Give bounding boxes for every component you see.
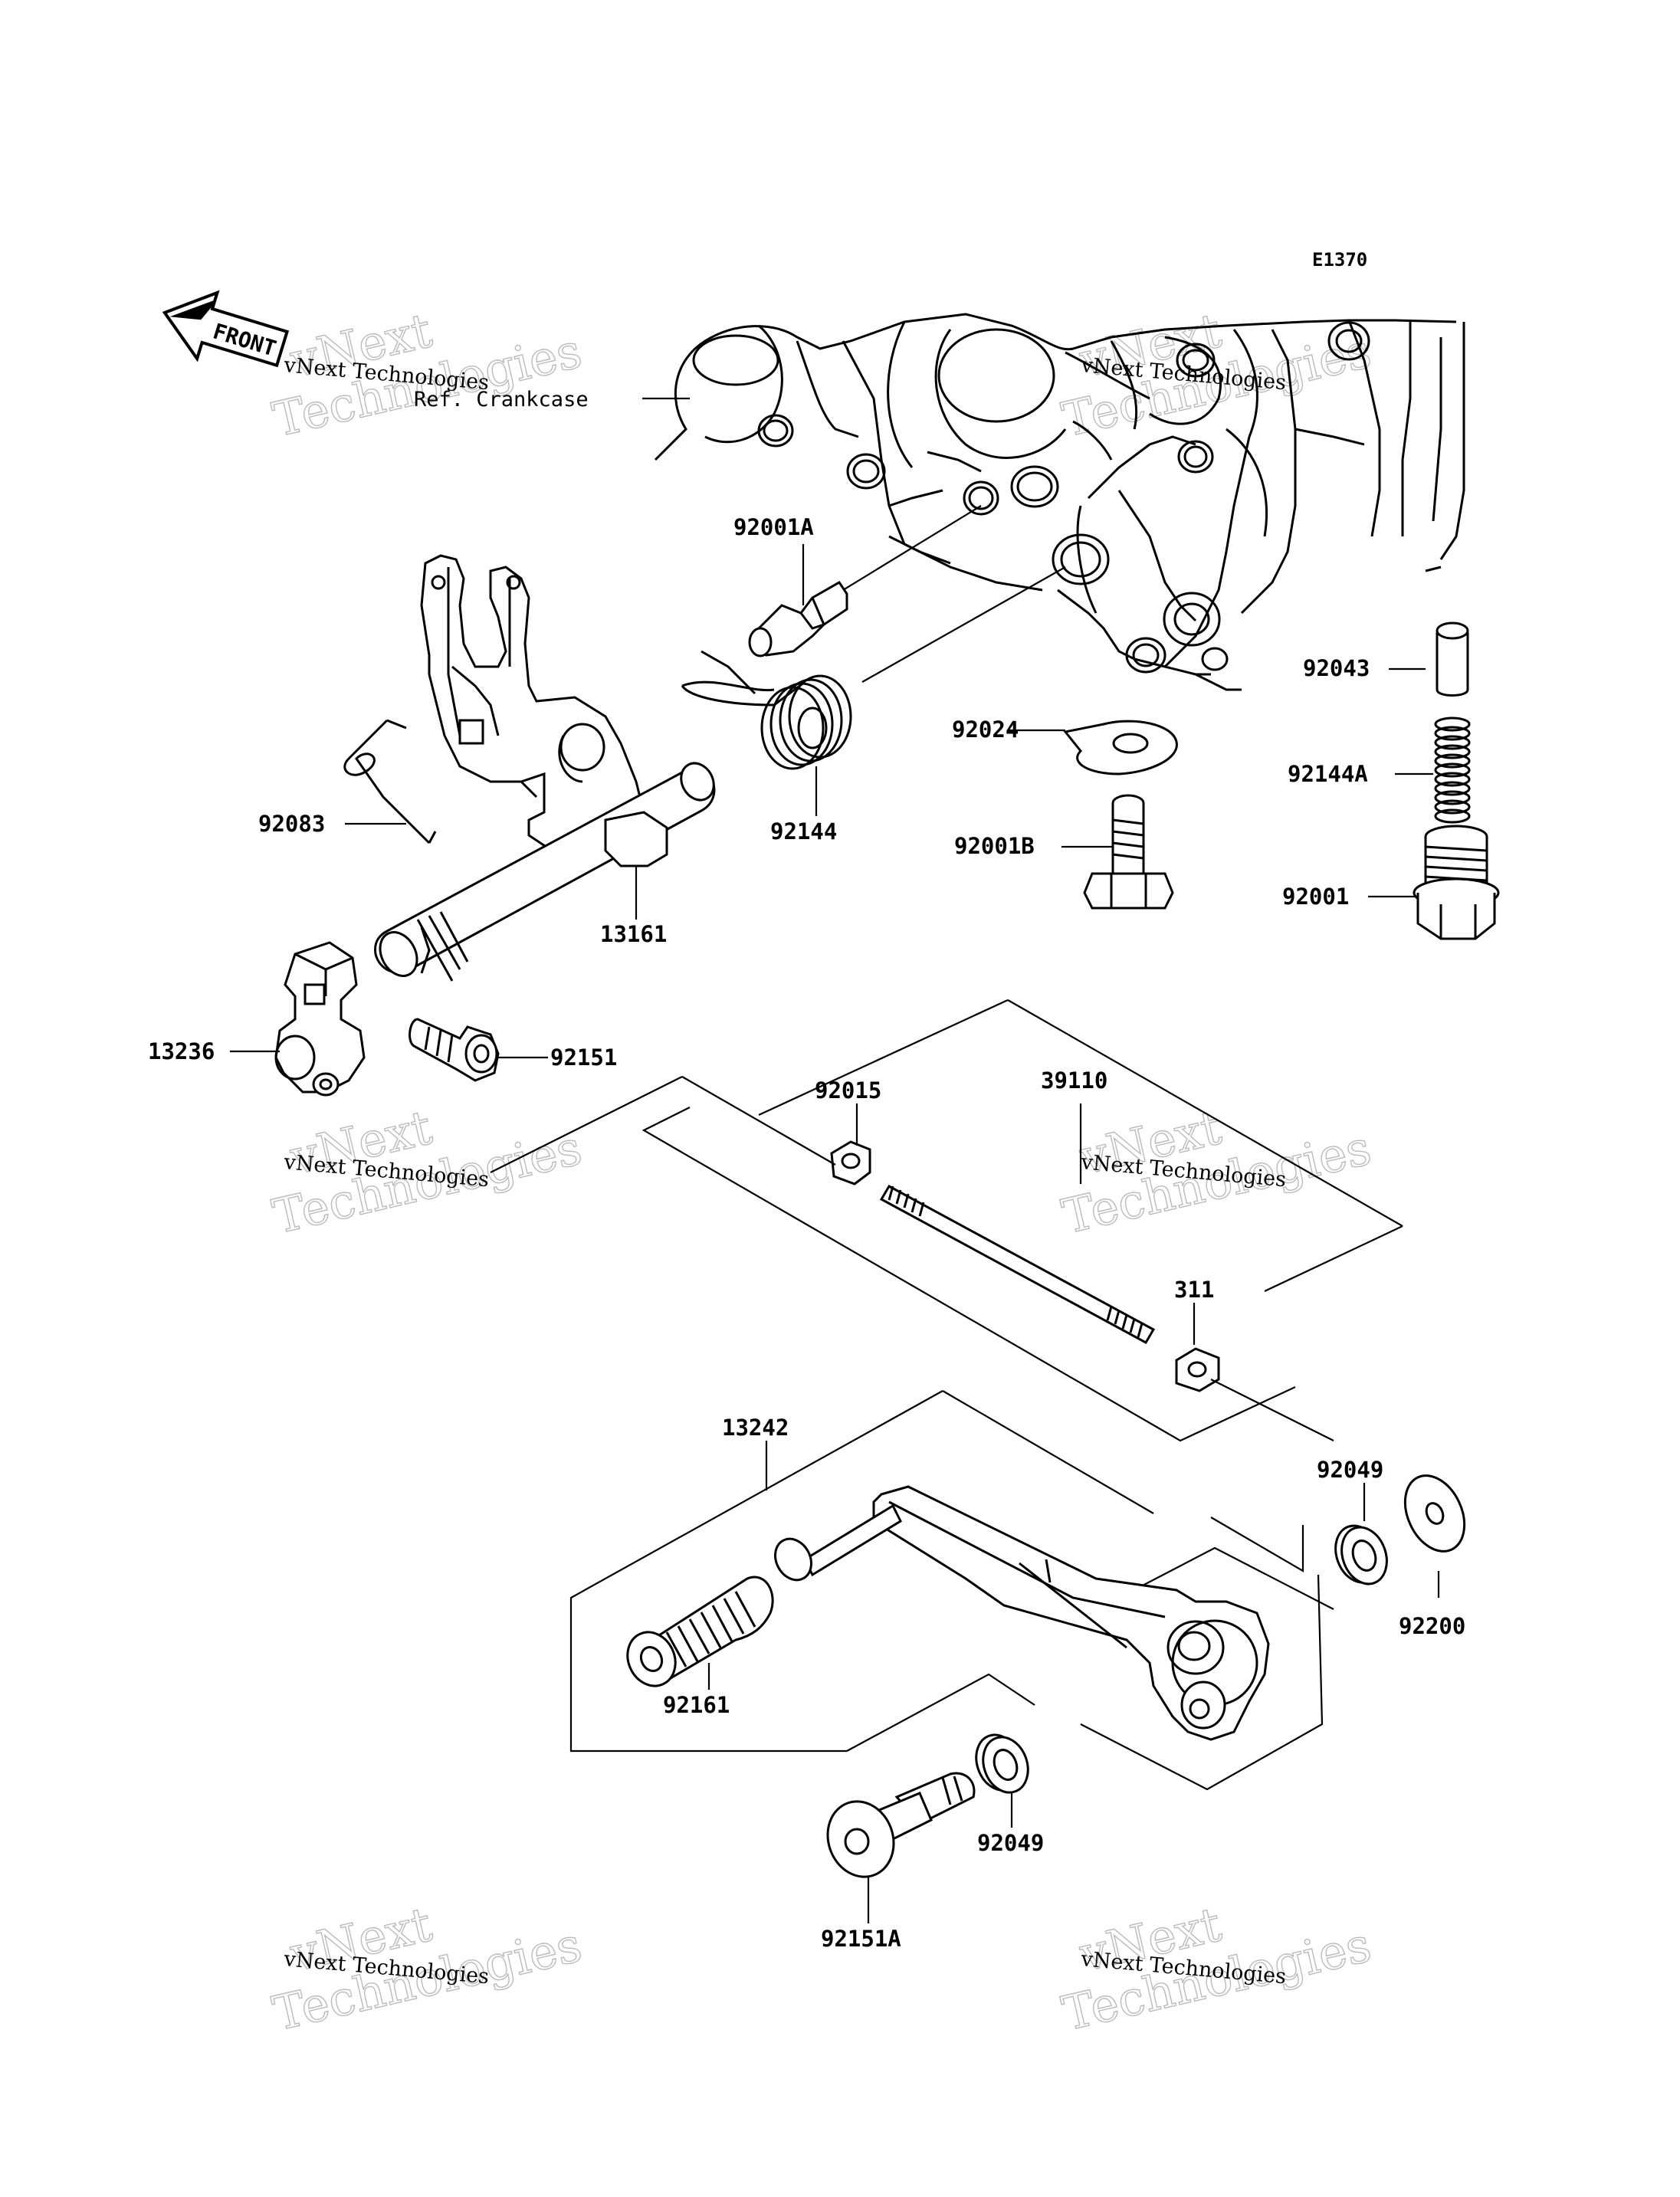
part-label: 92083 xyxy=(258,811,325,837)
part-label: 39110 xyxy=(1041,1067,1107,1094)
crankcase-drawing xyxy=(654,313,1465,691)
shift-pedal-13242-part xyxy=(774,1485,1270,1741)
leader-lines xyxy=(230,544,1440,1923)
spring-92144-part xyxy=(681,650,852,770)
reference-label: Ref. Crankcase xyxy=(414,388,589,412)
part-labels: 92001A 92043 92024 92144A 92083 92144 92… xyxy=(148,514,1465,1952)
washer-92200-part xyxy=(1403,1474,1466,1553)
watermark-large: vNext Technologies vNext Technologies vN… xyxy=(267,302,1377,2043)
part-label: 92049 xyxy=(1317,1457,1383,1483)
pin-92043-part xyxy=(1436,621,1469,697)
part-label: 92001A xyxy=(733,514,814,540)
bolt-92151A-part xyxy=(826,1772,976,1878)
part-label: 13242 xyxy=(722,1415,789,1441)
bolt-92001B-part xyxy=(1083,794,1174,910)
washer-92024-part xyxy=(1063,720,1178,776)
part-label: 311 xyxy=(1174,1277,1214,1303)
assembly-frame xyxy=(490,999,1403,1791)
part-label: 13161 xyxy=(600,921,667,947)
part-label: 92151A xyxy=(821,1926,901,1952)
shift-arm-13236-part xyxy=(274,941,366,1097)
seal-92049-top-part xyxy=(1334,1524,1388,1585)
rod-39110-part xyxy=(879,1184,1156,1345)
part-label: 92043 xyxy=(1303,655,1370,681)
part-label: 92144 xyxy=(770,818,837,844)
part-label: 92161 xyxy=(663,1692,730,1718)
part-label: 92001 xyxy=(1282,884,1349,910)
part-label: 92049 xyxy=(977,1830,1044,1856)
part-label: 13236 xyxy=(148,1038,215,1064)
bolt-92151-part xyxy=(409,1018,500,1082)
bolt-92001A-part xyxy=(748,581,848,657)
part-label: 92015 xyxy=(815,1077,881,1103)
part-label: 92144A xyxy=(1288,761,1368,787)
spring-92144A-part xyxy=(1434,716,1471,824)
part-label: 92200 xyxy=(1399,1613,1465,1639)
diagram-code: E1370 xyxy=(1312,249,1367,271)
plug-92001-part xyxy=(1413,825,1500,940)
shift-fork-part xyxy=(343,554,716,982)
part-label: 92151 xyxy=(550,1044,617,1071)
rubber-92161-part xyxy=(626,1576,774,1687)
front-arrow-icon: FRONT xyxy=(162,290,290,368)
nut-92015-part xyxy=(830,1140,871,1185)
nut-311-part xyxy=(1175,1347,1220,1392)
part-label: 92024 xyxy=(952,716,1019,743)
seal-92049-bottom-part xyxy=(975,1733,1029,1794)
part-label: 92001B xyxy=(954,833,1035,859)
